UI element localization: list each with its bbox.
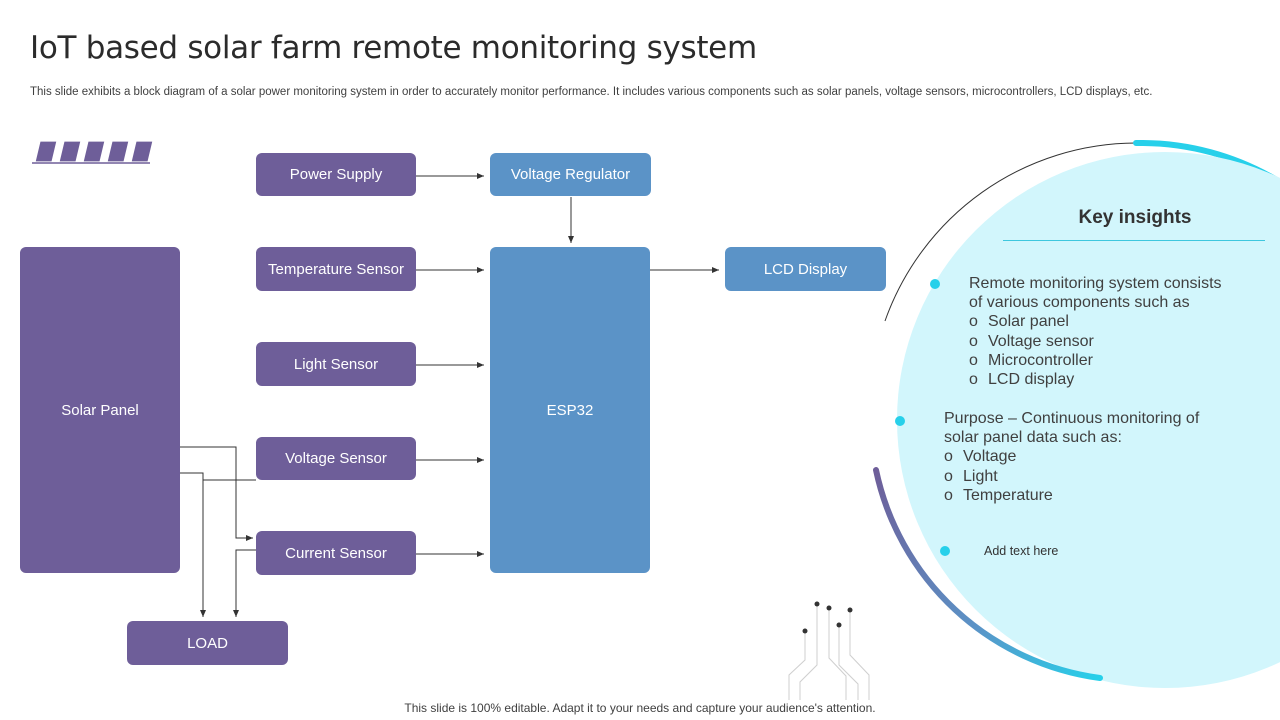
bullet-dot-icon — [930, 279, 940, 289]
insight-point-2-text: Purpose – Continuous monitoring of solar… — [944, 410, 1200, 447]
light-sensor-block: Light Sensor — [256, 342, 416, 386]
current-sensor-block: Current Sensor — [256, 531, 416, 575]
voltage-regulator-block: Voltage Regulator — [490, 153, 651, 196]
add-text-placeholder[interactable]: Add text here — [984, 544, 1059, 558]
insight-point-1-text: Remote monitoring system consists of var… — [969, 275, 1222, 312]
page-title: IoT based solar farm remote monitoring s… — [30, 30, 757, 66]
lcd-display-block: LCD Display — [725, 247, 886, 291]
load-block: LOAD — [127, 621, 288, 665]
voltage-sensor-block: Voltage Sensor — [256, 437, 416, 480]
insights-circle — [873, 139, 1280, 688]
insight-point-1: Remote monitoring system consists of var… — [969, 274, 1239, 389]
esp32-block: ESP32 — [490, 247, 650, 573]
insights-heading: Key insights — [1078, 207, 1192, 228]
bullet-dot-icon — [895, 416, 905, 426]
page-subtitle: This slide exhibits a block diagram of a… — [30, 86, 1153, 98]
power-supply-block: Power Supply — [256, 153, 416, 196]
circuit-decoration-icon — [788, 604, 870, 700]
footer-note: This slide is 100% editable. Adapt it to… — [404, 701, 876, 715]
solar-panel-block: Solar Panel — [20, 247, 180, 573]
bullet-dot-icon — [940, 546, 950, 556]
insight-point-2: Purpose – Continuous monitoring of solar… — [944, 409, 1214, 505]
temperature-sensor-block: Temperature Sensor — [256, 247, 416, 291]
solar-panel-icon — [32, 140, 154, 164]
insights-divider — [1003, 240, 1265, 241]
connector-lines — [180, 173, 719, 617]
